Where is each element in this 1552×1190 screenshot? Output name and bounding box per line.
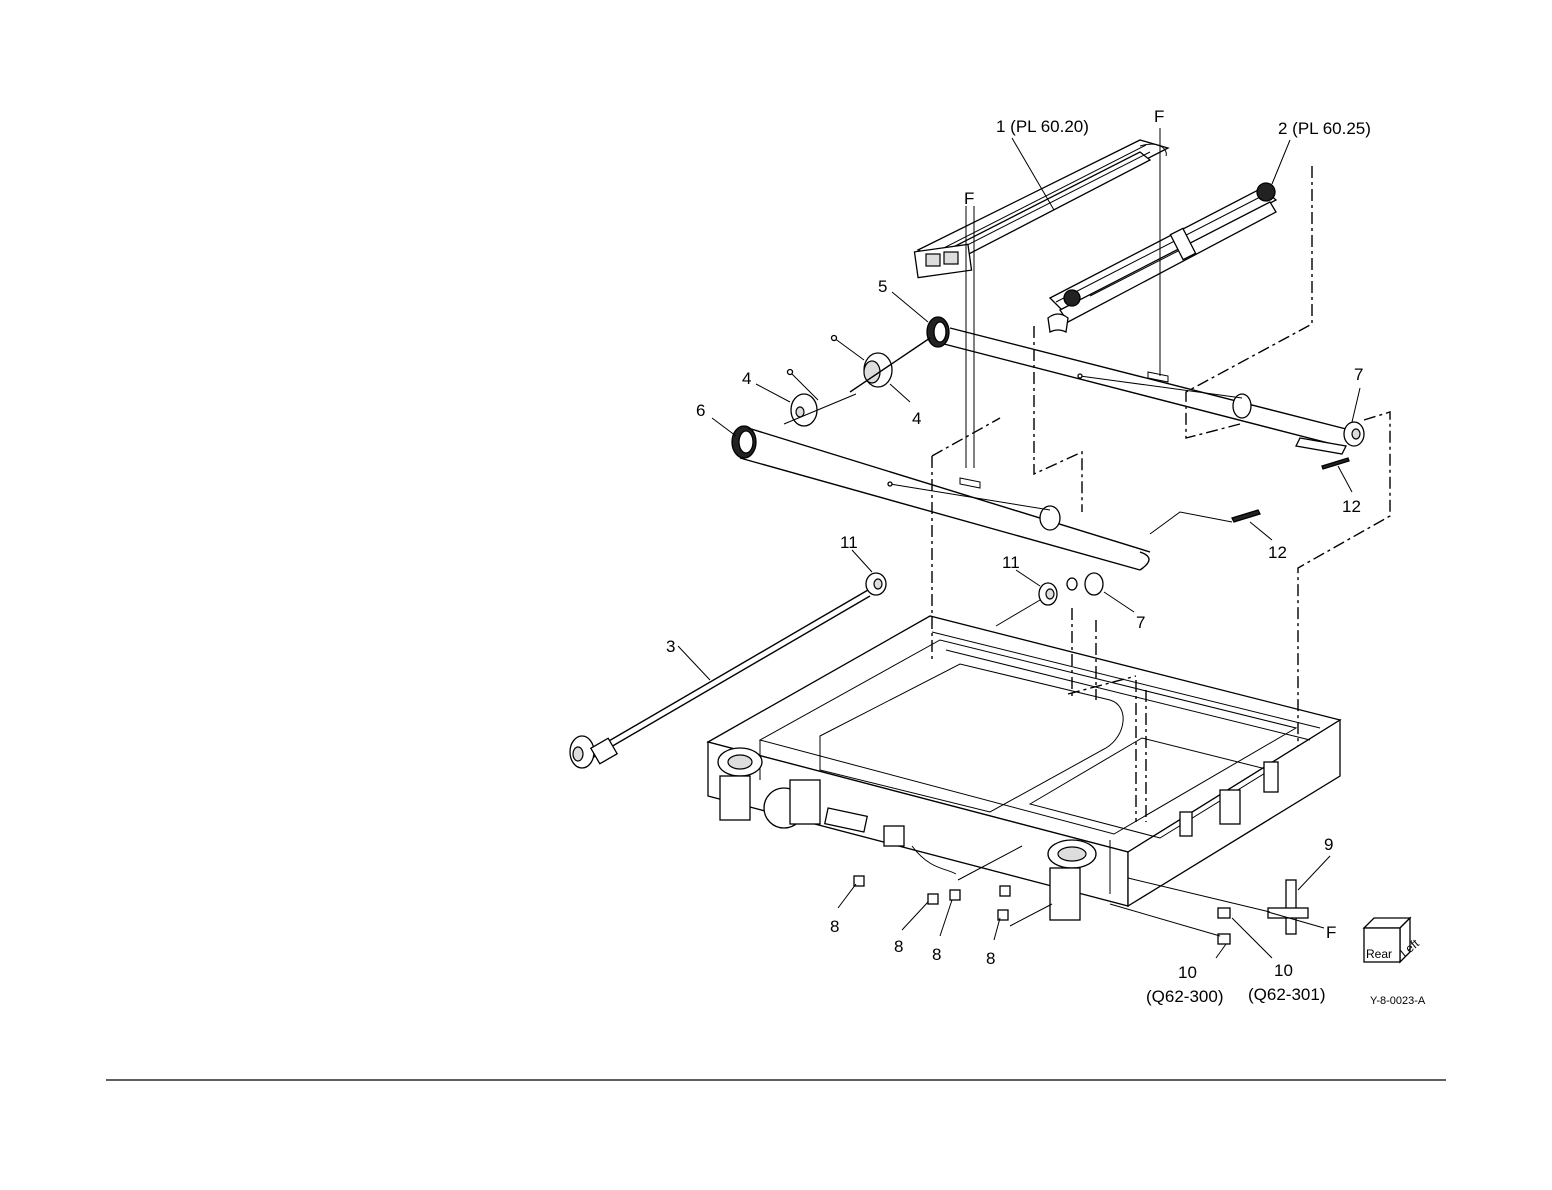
callout-2: 2 (PL 60.25) — [1278, 119, 1371, 138]
callout-5: 5 — [878, 277, 887, 296]
callout-8-a: 8 — [830, 917, 839, 936]
part-12-spring-middle — [1150, 510, 1260, 534]
callout-8-b: 8 — [894, 937, 903, 956]
pulley-assembly-upper — [784, 317, 949, 426]
callout-4-left: 4 — [742, 369, 751, 388]
callout-11-right: 11 — [1002, 553, 1020, 572]
callout-1: 1 (PL 60.20) — [996, 117, 1089, 136]
flag-f-right: F — [1326, 923, 1336, 942]
callout-9: 9 — [1324, 835, 1333, 854]
lower-pulleys — [866, 573, 1103, 626]
callout-8-c: 8 — [932, 945, 941, 964]
callout-12-lower: 12 — [1268, 543, 1287, 562]
cube-face-rear: Rear — [1366, 947, 1392, 961]
callout-10-right: 10 — [1274, 961, 1293, 980]
callout-11-left: 11 — [840, 533, 858, 552]
flag-f-left: F — [964, 189, 974, 208]
callout-3: 3 — [666, 637, 675, 656]
callout-10-right-code: (Q62-301) — [1248, 985, 1325, 1004]
orientation-cube: Rear Left — [1364, 918, 1422, 962]
figure-id: Y-8-0023-A — [1370, 995, 1426, 1007]
callout-7-upper: 7 — [1354, 365, 1363, 384]
callout-10-left-code: (Q62-300) — [1146, 987, 1223, 1006]
callout-10-left: 10 — [1178, 963, 1197, 982]
callout-7-lower: 7 — [1136, 613, 1145, 632]
scanner-frame — [708, 616, 1340, 920]
callout-12-upper: 12 — [1342, 497, 1361, 516]
part-6-drive-shaft — [732, 426, 1150, 570]
callout-6: 6 — [696, 401, 705, 420]
rear-shaft-upper — [944, 328, 1364, 469]
callout-4-right: 4 — [912, 409, 921, 428]
part-2-half-rate-carriage — [1048, 183, 1276, 332]
flag-f-top: F — [1154, 107, 1164, 126]
callout-8-d: 8 — [986, 949, 995, 968]
